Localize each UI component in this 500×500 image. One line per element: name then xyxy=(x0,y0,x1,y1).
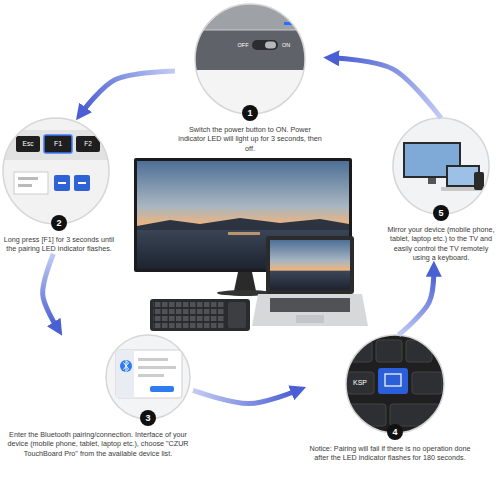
key xyxy=(44,135,72,153)
step-description: Switch the power button to ON. Power ind… xyxy=(175,125,325,153)
step-description: Notice: Pairing will fail if there is no… xyxy=(305,444,475,463)
keyboard-closeup-picture xyxy=(346,335,444,433)
picture-ground xyxy=(346,335,444,433)
flow-arrow xyxy=(399,272,434,335)
device-edge xyxy=(195,30,305,31)
step-description: Mirror your device (mobile phone, tablet… xyxy=(385,225,497,262)
screen-line xyxy=(18,184,32,187)
key-label: KSP xyxy=(346,372,374,394)
list-line xyxy=(138,366,176,369)
device-face xyxy=(195,30,305,70)
phone xyxy=(474,172,484,190)
tv-stand xyxy=(428,178,436,184)
screen-thumb xyxy=(14,172,48,194)
hills xyxy=(137,218,349,230)
laptop-trackpad xyxy=(296,315,324,323)
step-node: 1Switch the power button to ON. Power in… xyxy=(175,4,325,153)
screen-line xyxy=(18,177,38,180)
laptop-keys xyxy=(270,298,350,312)
key xyxy=(376,340,402,362)
laptop-bezel xyxy=(266,236,354,294)
flow-arrow xyxy=(335,58,441,118)
picture-ground xyxy=(106,335,190,419)
bluetooth-screen-picture xyxy=(106,335,190,419)
key-label: Esc xyxy=(16,136,40,152)
monitor-stand xyxy=(234,272,256,291)
laptop xyxy=(252,236,368,326)
function-key-picture xyxy=(3,118,109,224)
list-line xyxy=(138,358,168,361)
step-node: 4Notice: Pairing will fail if there is n… xyxy=(305,335,475,463)
step-node: 2Long press [F1] for 3 seconds until the… xyxy=(3,118,115,254)
key xyxy=(346,372,374,394)
device-top xyxy=(195,4,305,30)
key-mark xyxy=(78,182,86,184)
keyboard xyxy=(150,299,250,331)
step-number: 3 xyxy=(140,410,156,426)
led xyxy=(284,22,296,25)
step-node: 3Enter the Bluetooth pairing/connection.… xyxy=(3,335,193,458)
blue-key xyxy=(378,368,408,394)
blue-key xyxy=(74,175,90,191)
step-number: 2 xyxy=(51,215,67,231)
keyboard-body xyxy=(150,299,250,331)
keyboard-touchpad xyxy=(228,302,246,328)
flow-arrow xyxy=(193,390,295,403)
step-description: Enter the Bluetooth pairing/connection. … xyxy=(3,430,193,458)
step-circle xyxy=(346,335,444,433)
screen-mirroring-picture xyxy=(393,118,489,214)
key xyxy=(76,136,100,152)
touchpad-icon xyxy=(385,374,401,386)
picture-ground xyxy=(195,4,305,114)
picture-ground xyxy=(3,118,109,224)
step-node: 5Mirror your device (mobile phone, table… xyxy=(385,118,497,262)
reflection xyxy=(228,232,260,235)
connect-button xyxy=(150,386,174,392)
step-number: 5 xyxy=(433,205,449,221)
step-circle xyxy=(106,335,190,419)
step-circle xyxy=(195,4,305,114)
key xyxy=(406,340,432,362)
settings-window xyxy=(116,350,182,398)
bluetooth-rune xyxy=(124,361,129,372)
keyboard-strip xyxy=(3,130,109,160)
step-circle xyxy=(393,118,489,214)
blue-key xyxy=(54,175,70,191)
flow-arrow xyxy=(43,254,56,326)
sidebar xyxy=(116,350,134,398)
step-number: 4 xyxy=(387,424,403,440)
bluetooth-icon xyxy=(120,360,132,372)
key-mark xyxy=(58,182,66,184)
key-label: F1 xyxy=(44,135,72,153)
step-number: 1 xyxy=(242,105,258,121)
picture-ground xyxy=(393,118,489,214)
keyboard-keys xyxy=(153,302,225,328)
flow-arrow xyxy=(83,71,175,111)
key xyxy=(16,136,40,152)
laptop-screen xyxy=(270,240,350,290)
switch-slot xyxy=(252,40,278,50)
key-label: ON xyxy=(279,41,293,49)
step-description: Long press [F1] for 3 seconds until the … xyxy=(3,235,115,254)
key xyxy=(412,372,442,394)
monitor xyxy=(134,158,352,296)
laptop-screen xyxy=(448,167,478,185)
switch-knob xyxy=(265,42,276,49)
power-switch-picture xyxy=(195,4,305,114)
laptop-deck xyxy=(252,294,368,326)
key-label: F2 xyxy=(76,136,100,152)
key-label: OFF xyxy=(235,41,251,49)
step-circle xyxy=(3,118,109,224)
list-line xyxy=(138,374,164,377)
